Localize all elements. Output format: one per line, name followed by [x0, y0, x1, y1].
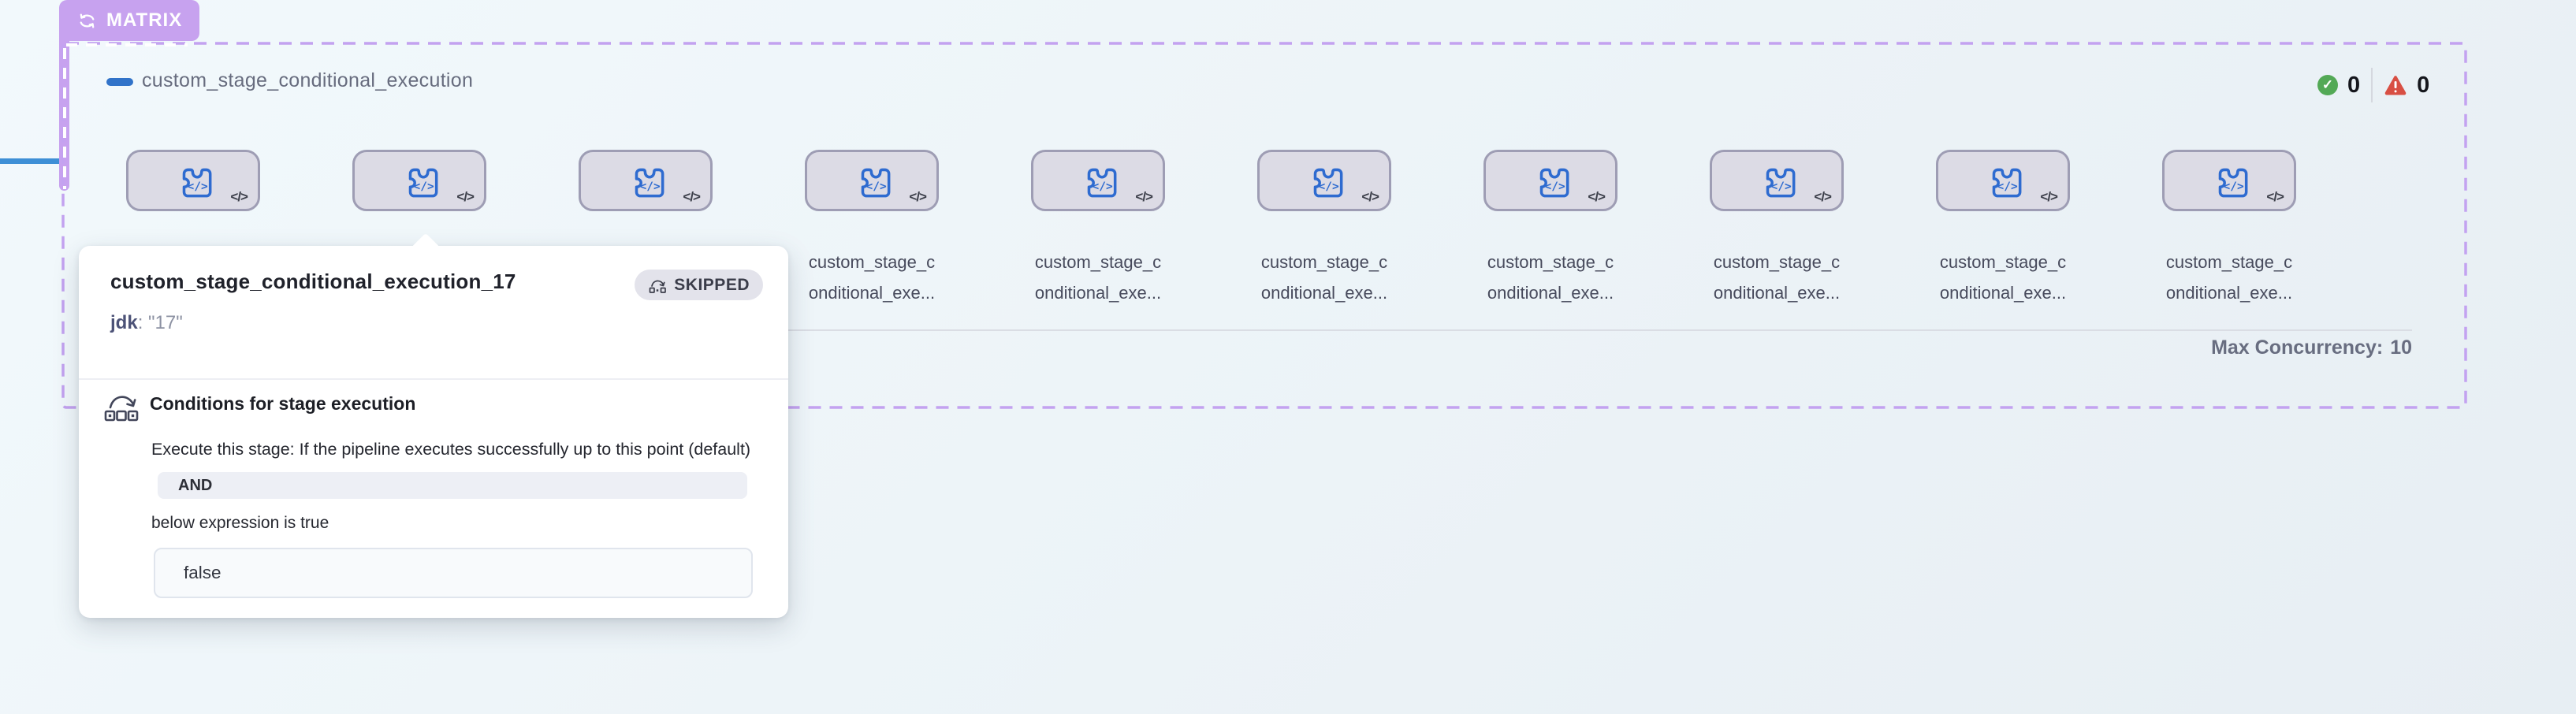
conditional-execution-icon [104, 396, 139, 422]
stage-card[interactable]: </> </> [579, 150, 713, 211]
code-icon: </> [1814, 189, 1832, 204]
matrix-badge[interactable]: MATRIX [59, 0, 200, 41]
svg-text:</>: </> [1544, 180, 1565, 193]
svg-text:</>: </> [187, 180, 207, 193]
status-divider [2371, 68, 2373, 102]
status-counters: ✓ 0 0 [2317, 66, 2429, 104]
stage-card[interactable]: </> </> [2162, 150, 2296, 211]
stage-card[interactable]: </> </> [1483, 150, 1617, 211]
code-icon: </> [1361, 189, 1379, 204]
svg-text:</>: </> [865, 180, 886, 193]
svg-text:</>: </> [2223, 180, 2243, 193]
code-icon: </> [2266, 189, 2284, 204]
tooltip-stage-name: custom_stage_conditional_execution_17 [110, 270, 516, 293]
code-icon: </> [2040, 189, 2058, 204]
svg-text:</>: </> [1318, 180, 1338, 193]
skip-arc-icon [649, 280, 667, 293]
custom-stage-code-icon: </> [1992, 168, 2022, 198]
custom-stage-code-icon: </> [408, 168, 438, 198]
conditions-note: below expression is true [151, 514, 329, 532]
loop-icon [80, 13, 95, 28]
svg-text:</>: </> [1997, 180, 2017, 193]
stage-hover-tooltip: custom_stage_conditional_execution_17 SK… [79, 232, 788, 618]
code-icon: </> [1135, 189, 1153, 204]
conditions-expression-box: false [154, 548, 753, 598]
tooltip-divider [79, 378, 788, 380]
matrix-param-row: jdk: "17" [110, 312, 183, 334]
svg-text:</>: </> [639, 180, 660, 193]
code-icon: </> [230, 189, 248, 204]
conditions-operator-bar: AND [158, 472, 747, 499]
custom-stage-code-icon: </> [861, 168, 891, 198]
matrix-param-key: jdk [110, 312, 138, 333]
skipped-badge-label: SKIPPED [674, 275, 750, 294]
stage-card[interactable]: </> </> [805, 150, 939, 211]
svg-text:</>: </> [1770, 180, 1791, 193]
pipeline-connector-line [0, 158, 61, 164]
conditions-heading: Conditions for stage execution [150, 393, 416, 414]
stage-card[interactable]: </> </> [1257, 150, 1391, 211]
custom-stage-code-icon: </> [1539, 168, 1569, 198]
stage-card[interactable]: </> </> [1936, 150, 2070, 211]
svg-text:</>: </> [1092, 180, 1112, 193]
collapse-minus-icon[interactable] [106, 78, 133, 86]
stage-card[interactable]: </> </> [126, 150, 260, 211]
stage-card[interactable]: </> </> [1031, 150, 1165, 211]
matrix-param-value: : "17" [137, 312, 183, 333]
concurrency-divider [102, 329, 2412, 331]
matrix-dashed-border [61, 42, 2467, 409]
conditions-expression: false [184, 563, 221, 582]
custom-stage-code-icon: </> [635, 168, 664, 198]
conditions-operator: AND [178, 477, 213, 494]
max-concurrency: Max Concurrency: 10 [2049, 337, 2412, 359]
svg-text:</>: </> [413, 180, 434, 193]
matrix-group-title: custom_stage_conditional_execution [142, 69, 474, 91]
matrix-badge-label: MATRIX [106, 9, 183, 31]
success-count: 0 [2347, 72, 2361, 98]
conditions-description: Execute this stage: If the pipeline exec… [151, 440, 751, 459]
custom-stage-code-icon: </> [1766, 168, 1796, 198]
failure-count: 0 [2417, 72, 2430, 98]
max-concurrency-value: 10 [2390, 337, 2412, 359]
custom-stage-code-icon: </> [2218, 168, 2248, 198]
code-icon: </> [456, 189, 475, 204]
code-icon: </> [683, 189, 701, 204]
stage-card[interactable]: </> </> [352, 150, 486, 211]
custom-stage-code-icon: </> [1087, 168, 1117, 198]
custom-stage-code-icon: </> [1313, 168, 1343, 198]
code-icon: </> [909, 189, 927, 204]
skipped-status-badge: SKIPPED [635, 270, 763, 300]
warning-triangle-icon [2384, 76, 2407, 95]
code-icon: </> [1588, 189, 1606, 204]
stage-card[interactable]: </> </> [1710, 150, 1844, 211]
check-circle-icon: ✓ [2317, 75, 2338, 95]
max-concurrency-label: Max Concurrency: [2211, 337, 2384, 359]
custom-stage-code-icon: </> [182, 168, 212, 198]
